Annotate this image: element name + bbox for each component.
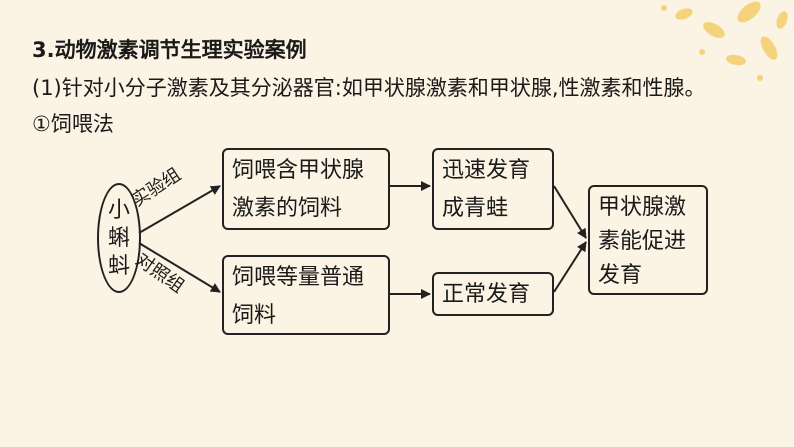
exp-treatment-line-1: 饲喂含甲状腺	[232, 158, 365, 183]
experimental-group-label: 实验组	[128, 164, 185, 212]
tadpole-char-3: 蚪	[107, 254, 130, 279]
case-description: (1)针对小分子激素及其分泌器官:如甲状腺激素和甲状腺,性激素和性腺。	[32, 76, 706, 100]
exp-treatment-box: 饲喂含甲状腺 激素的饲料	[222, 148, 390, 230]
ctl-result-box: 正常发育	[432, 272, 554, 316]
exp-result-box: 迅速发育 成青蛙	[432, 148, 554, 230]
tadpole-char-2: 蝌	[107, 226, 130, 251]
section-heading: 3.动物激素调节生理实验案例	[32, 34, 307, 64]
exp-result-line-1: 迅速发育	[442, 158, 531, 183]
tadpole-char-1: 小	[107, 198, 130, 223]
flower-decoration	[661, 1, 788, 81]
exp-result-line-2: 成青蛙	[442, 196, 509, 221]
heading-text: .动物激素调节生理实验案例	[46, 38, 307, 62]
method-title: ①饲喂法	[32, 112, 114, 136]
ctl-treatment-line-1: 饲喂等量普通	[232, 265, 365, 290]
arrow-exp-to-conclusion	[553, 185, 587, 239]
tadpole-node: 小 蝌 蚪	[97, 183, 141, 293]
heading-number: 3	[32, 38, 47, 62]
ctl-treatment-line-2: 饲料	[232, 303, 277, 328]
arrow-ctl-to-conclusion	[553, 241, 587, 293]
conclusion-line-2: 素能促进	[598, 229, 687, 254]
conclusion-line-3: 发育	[598, 263, 643, 288]
exp-treatment-line-2: 激素的饲料	[232, 196, 343, 221]
ctl-treatment-box: 饲喂等量普通 饲料	[222, 255, 390, 335]
conclusion-box: 甲状腺激 素能促进 发育	[588, 185, 708, 295]
ctl-result-text: 正常发育	[442, 282, 531, 307]
control-group-label: 对照组	[131, 249, 188, 298]
conclusion-line-1: 甲状腺激	[598, 195, 687, 220]
